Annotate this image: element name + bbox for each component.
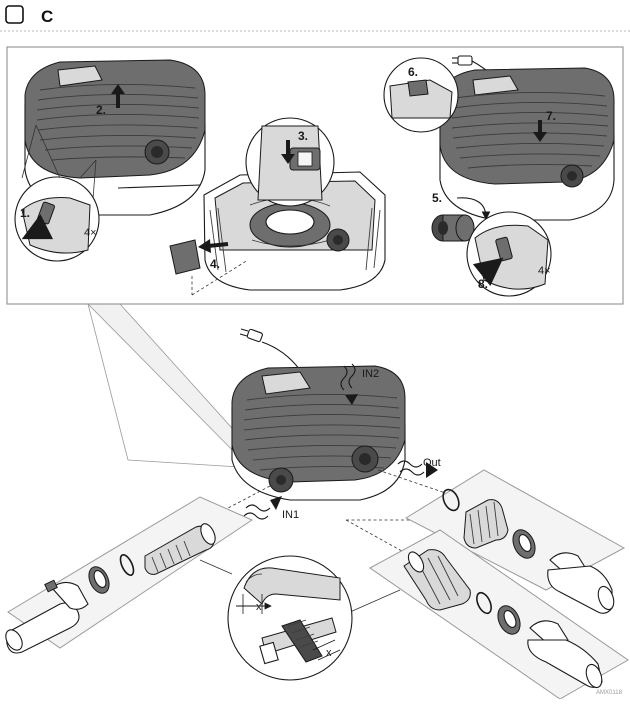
cutting-detail-zoom: x x [199, 555, 401, 681]
arrow-up-icon [111, 84, 125, 108]
arrow-down-icon [281, 140, 295, 164]
step-2-label: 2. [96, 103, 106, 117]
flow-label-in2: IN2 [362, 368, 379, 380]
repeat-count-right: 4× [538, 265, 551, 277]
repeat-count-left: 4× [84, 227, 97, 239]
step-3-label: 3. [298, 129, 308, 143]
checkbox-icon [5, 5, 24, 24]
step-6-label: 6. [408, 65, 418, 79]
step-7-label: 7. [546, 109, 556, 123]
section-header: C [0, 5, 630, 32]
pump-reassembly: 7. 6. 5. 8. 4× [383, 55, 615, 297]
step-8-label: 8. [478, 277, 488, 291]
pump-assembled: IN2 Out IN1 [231, 328, 441, 521]
clip-zoom: 3. [245, 117, 335, 207]
dimension-label-clamp: x [326, 647, 332, 659]
pump-filter-removal: 4. 3. [169, 117, 386, 296]
power-plug-icon [239, 328, 304, 389]
arrow-down-icon [533, 120, 547, 142]
step-4-label: 4. [210, 257, 220, 271]
fitting-screw [431, 214, 475, 242]
step-1-label: 1. [20, 206, 30, 220]
hose-kit-in1 [5, 496, 254, 654]
step-5-label: 5. [432, 191, 442, 205]
pump-cover-lift: 2. 1. 4× [14, 59, 206, 262]
flow-wave-icon [243, 496, 282, 520]
latch-close-zoom: 8. [466, 211, 552, 297]
hose-kit-in2 [369, 529, 629, 700]
curved-arrow-icon [456, 197, 491, 221]
latch-zoom: 1. [14, 176, 100, 262]
section-letter: C [41, 7, 53, 26]
flow-label-in1: IN1 [282, 509, 299, 521]
flow-label-out: Out [423, 457, 441, 469]
disassembly-panel [6, 46, 624, 305]
arrow-left-icon [198, 239, 229, 253]
drawing-id: AMX0118 [596, 690, 623, 696]
hose-kit-out [404, 469, 626, 614]
flow-wave-icon [340, 363, 358, 405]
dimension-label-hose: x [256, 601, 262, 613]
cover-zoom: 6. [383, 57, 459, 133]
flow-wave-icon [397, 460, 438, 478]
